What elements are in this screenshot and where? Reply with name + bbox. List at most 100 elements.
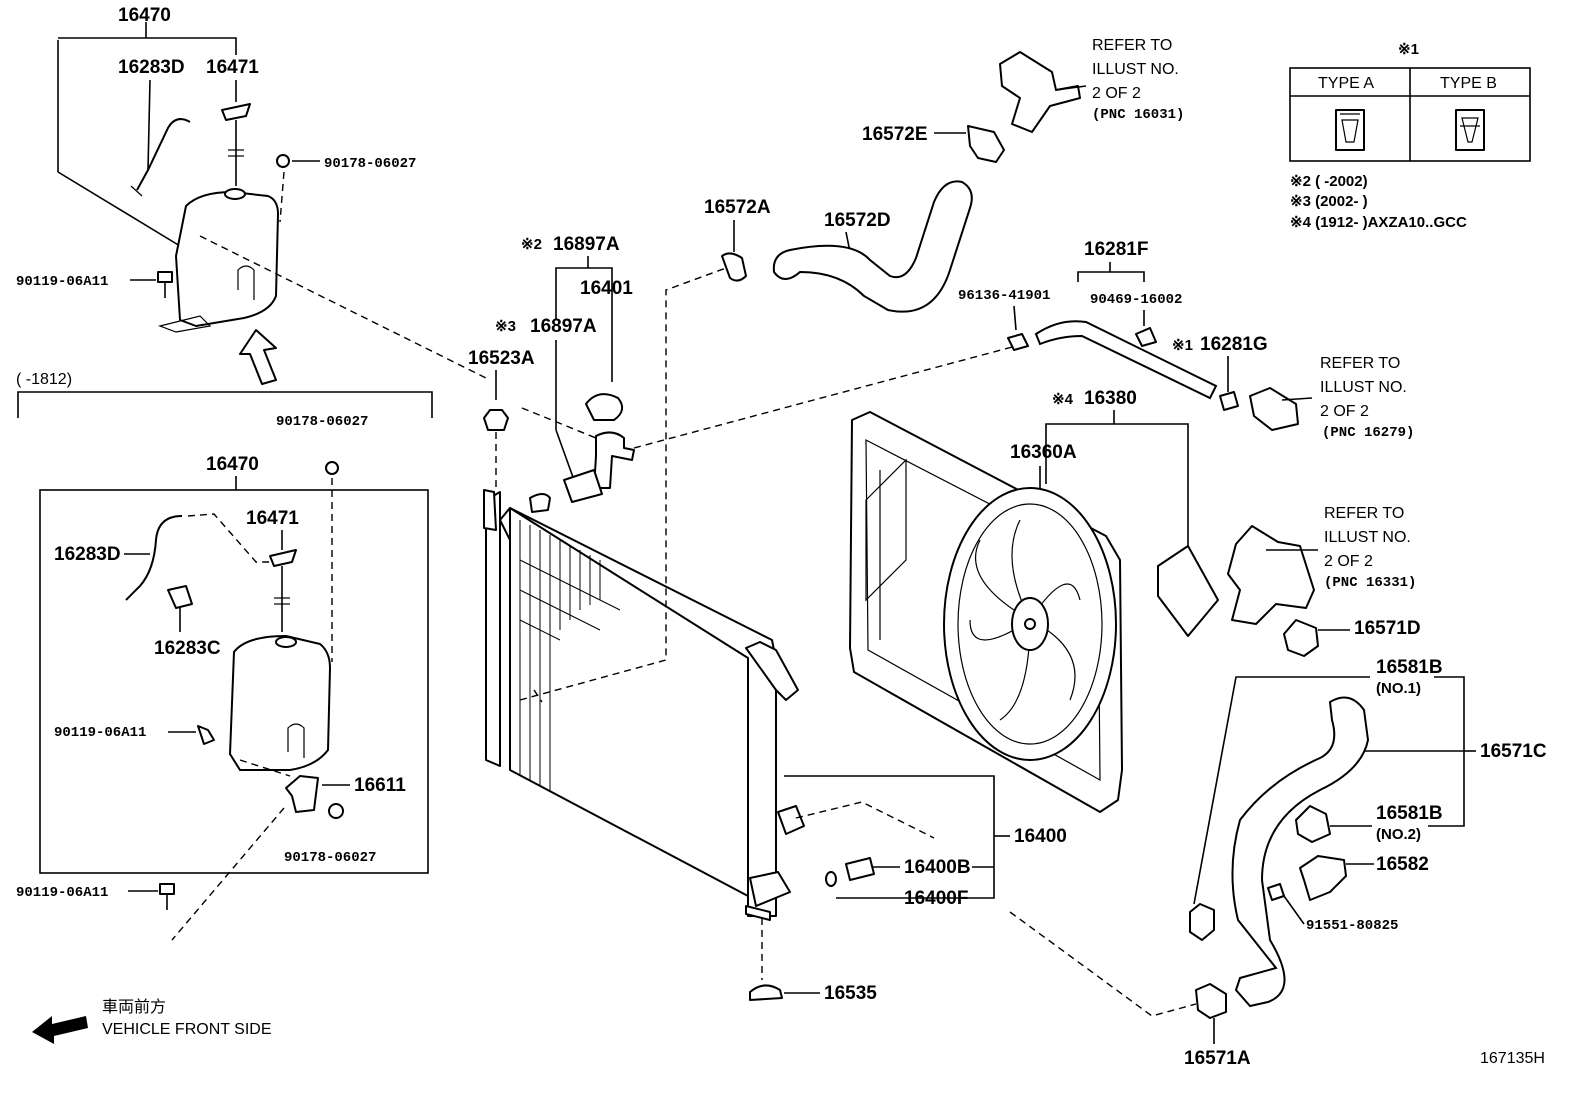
diagram-code: 167135H [1480,1050,1545,1067]
water-inlet-ref [1227,525,1315,625]
label-16380[interactable]: 16380 [1084,388,1137,409]
clip-16581B-no2 [1295,805,1331,843]
label-96136[interactable]: 96136-41901 [958,288,1050,304]
radiator-outlet [777,805,805,835]
label-16400[interactable]: 16400 [1014,826,1067,847]
filler-group: ※2 16897A 16401 ※3 16897A 16523A [468,234,1017,503]
motor-16380 [1157,545,1219,637]
label-90119-top[interactable]: 90119-06A11 [16,274,108,290]
clamp-16281G [1219,391,1239,411]
variant-box [39,489,429,874]
cushion-16535 [749,984,783,1001]
ref2-line4: (PNC 16279) [1322,425,1414,441]
label-16471-mid[interactable]: 16471 [246,508,299,529]
label-16897A-note3[interactable]: 16897A [530,316,597,337]
ref3-line3: 2 OF 2 [1324,553,1373,570]
label-16571C[interactable]: 16571C [1480,741,1547,762]
label-90178-low[interactable]: 90178-06027 [284,850,376,866]
mark-4: ※4 [1052,391,1074,408]
label-16581B-no2[interactable]: 16581B [1376,803,1443,824]
ref1-line3: 2 OF 2 [1092,85,1141,102]
radiator-16400 [483,267,935,980]
cap-16471-top [221,103,251,121]
label-16283D-top[interactable]: 16283D [118,57,185,78]
clamp-16571D [1283,619,1319,657]
label-16572E[interactable]: 16572E [862,124,928,145]
label-16360A[interactable]: 16360A [1010,442,1077,463]
label-16401[interactable]: 16401 [580,278,633,299]
label-16400B[interactable]: 16400B [904,857,971,878]
hose-16572D [772,180,973,313]
hose-16283D-top [136,118,191,191]
ref2-line3: 2 OF 2 [1320,403,1369,420]
vehicle-front-arrow-icon [32,1016,88,1044]
bolt-90119-low [159,883,175,895]
range-bracket [17,391,433,418]
view-arrow [239,329,277,385]
clip-16581B-no1 [1189,903,1215,941]
bracket-16611 [285,775,319,813]
label-90178-top[interactable]: 90178-06027 [324,156,416,172]
label-16281F[interactable]: 16281F [1084,239,1148,260]
label-16535[interactable]: 16535 [824,983,877,1004]
reservoir-tank-mid [229,635,331,771]
legend-title: ※1 [1398,41,1419,58]
ref2-line1: REFER TO [1320,355,1400,372]
label-90178-mid[interactable]: 90178-06027 [276,414,368,430]
mark-2: ※2 [521,236,542,253]
clamp-type-a-icon [1335,109,1365,151]
label-no1: (NO.1) [1376,680,1421,697]
label-16523A[interactable]: 16523A [468,348,535,369]
label-16283C[interactable]: 16283C [154,638,221,659]
mark-1: ※1 [1172,337,1193,354]
label-16572D[interactable]: 16572D [824,210,891,231]
label-16400F[interactable]: 16400F [904,888,968,909]
label-16572A[interactable]: 16572A [704,197,771,218]
label-16283D-mid[interactable]: 16283D [54,544,121,565]
clip-16283C [167,585,193,609]
clamp-type-b-icon [1455,109,1485,151]
ref3-line1: REFER TO [1324,505,1404,522]
reservoir-tank-top [175,191,279,327]
label-90119-mid[interactable]: 90119-06A11 [54,725,146,741]
radiator-cap-16401 [585,393,624,421]
clamp-90469 [1135,327,1157,347]
ref1-line1: REFER TO [1092,37,1172,54]
ref1-line2: ILLUST NO. [1092,61,1179,78]
label-16471-top[interactable]: 16471 [206,57,259,78]
upper-hose-group: 16572A 16572D 16572E [704,51,1087,313]
cap-16471-mid [269,549,297,567]
ref1-line4: (PNC 16031) [1092,107,1184,123]
legend-note2: ※2 ( -2002) [1290,173,1368,190]
label-16571A[interactable]: 16571A [1184,1048,1251,1069]
label-91551[interactable]: 91551-80825 [1306,918,1398,934]
drain-plug-16400B [845,857,875,881]
clamp-16572A [721,252,747,282]
hose-16281-group: 16281F 96136-41901 90469-16002 ※1 16281G [958,239,1313,431]
label-16581B-no1[interactable]: 16581B [1376,657,1443,678]
clamp-16572E [967,125,1005,163]
reservoir-group-top: 16470 16283D 16471 90178-06027 90119-06A… [16,5,416,385]
ref3-line2: ILLUST NO. [1324,529,1411,546]
lower-hose-group: 16581B (NO.1) 16571C 16581B (NO.2) 16582… [1009,657,1547,1069]
clamp-16571A [1195,983,1227,1019]
label-16571D[interactable]: 16571D [1354,618,1421,639]
mark-3: ※3 [495,318,516,335]
range-label-1812: ( -1812) [16,371,72,388]
ref2-line2: ILLUST NO. [1320,379,1407,396]
water-outlet-ref [999,51,1081,133]
label-16582[interactable]: 16582 [1376,854,1429,875]
label-90469[interactable]: 90469-16002 [1090,292,1182,308]
label-16470-top[interactable]: 16470 [118,5,171,26]
label-16470-mid[interactable]: 16470 [206,454,259,475]
vehicle-front-jp: 車両前方 [102,998,166,1016]
hose-16571C [1231,696,1370,1008]
legend-type-a: TYPE A [1318,75,1374,92]
hose-16283D-mid [125,515,183,601]
label-16281G[interactable]: 16281G [1200,334,1268,355]
ref3-line4: (PNC 16331) [1324,575,1416,591]
label-90119-low[interactable]: 90119-06A11 [16,885,108,901]
label-16897A-note2[interactable]: 16897A [553,234,620,255]
label-16611[interactable]: 16611 [354,775,406,796]
